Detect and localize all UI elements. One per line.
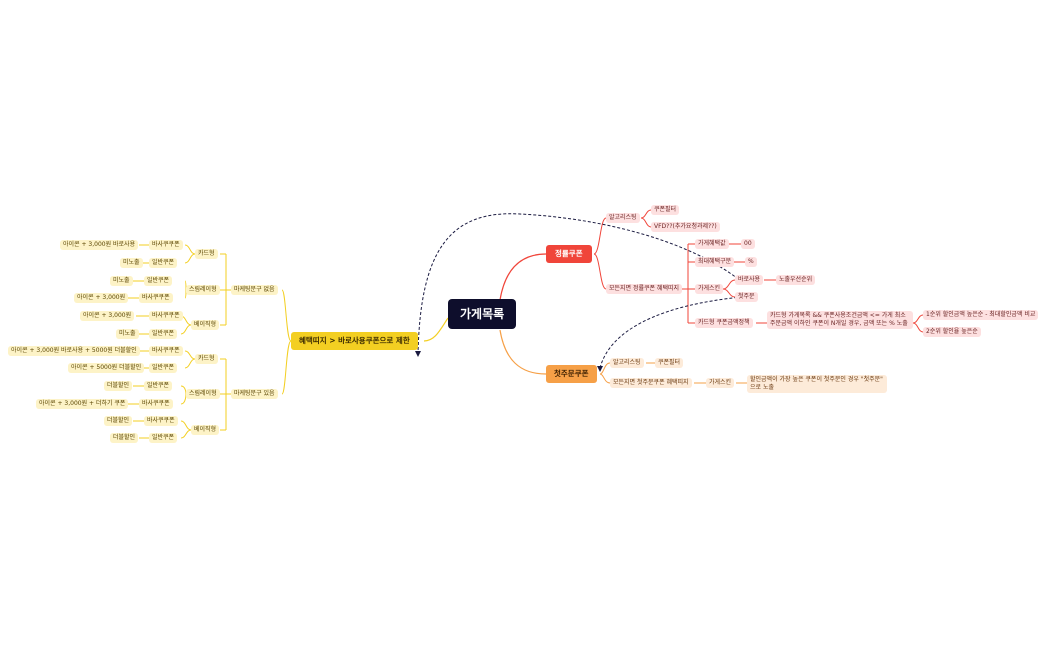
has-phrase-sim-node[interactable]: 스림레이형 <box>186 389 220 399</box>
has-phrase-basic-desc-1[interactable]: 더블할인 <box>104 416 133 426</box>
first-coupon-filter-node[interactable]: 쿠폰필터 <box>655 358 684 368</box>
root-node[interactable]: 가게목록 <box>448 299 517 329</box>
no-phrase-card-node[interactable]: 카드형 <box>195 249 218 259</box>
vfd-node[interactable]: VFD??(추가요청과제??) <box>651 222 720 232</box>
direct-use-node[interactable]: 바로사용 <box>735 275 764 285</box>
no-phrase-basic-desc-2[interactable]: 미노출 <box>116 329 139 339</box>
first-skin-node[interactable]: 가게스킨 <box>706 378 735 388</box>
no-phrase-sim-node[interactable]: 스림레이형 <box>186 285 220 295</box>
no-phrase-basic-type-1[interactable]: 바사쿠쿠폰 <box>149 311 183 321</box>
has-phrase-card-desc-1[interactable]: 아이콘 + 3,000원 바로사용 + 5000원 더블할인 <box>8 346 140 356</box>
limit-node[interactable]: 혜택띠지 > 바로사용쿠폰으로 제한 <box>291 332 418 350</box>
has-phrase-card-type-2[interactable]: 일반쿠폰 <box>149 363 178 373</box>
has-phrase-basic-type-2[interactable]: 일반쿠폰 <box>149 433 178 443</box>
jeongryul-algorithm-node[interactable]: 알고리스팅 <box>606 213 640 223</box>
store-skin-node[interactable]: 가게스킨 <box>695 284 724 294</box>
no-phrase-basic-type-2[interactable]: 일반쿠폰 <box>149 329 178 339</box>
no-phrase-node[interactable]: 마케팅문구 없음 <box>231 285 278 295</box>
no-phrase-card-desc-2[interactable]: 미노출 <box>120 258 143 268</box>
no-phrase-sim-type-1[interactable]: 일반쿠폰 <box>144 276 173 286</box>
no-phrase-sim-type-2[interactable]: 바사쿠쿠폰 <box>139 293 173 303</box>
no-phrase-sim-desc-1[interactable]: 미노출 <box>110 276 133 286</box>
rank2-node[interactable]: 2순위 할인율 높은순 <box>923 327 981 337</box>
has-phrase-card-node[interactable]: 카드형 <box>195 354 218 364</box>
first-order-coupon-node[interactable]: 첫주문쿠폰 <box>546 365 597 383</box>
has-phrase-card-type-1[interactable]: 바사쿠쿠폰 <box>149 346 183 356</box>
coupon-filter-node[interactable]: 쿠폰필터 <box>651 205 680 215</box>
jeongryul-benefit-node[interactable]: 모든지면 정률쿠폰 혜택띠지 <box>606 284 683 294</box>
no-phrase-card-desc-1[interactable]: 아이콘 + 3,000원 바로사용 <box>60 240 139 250</box>
max-benefit-value-node[interactable]: % <box>745 257 757 267</box>
rank1-node[interactable]: 1순위 할인금액 높은순 - 최대할인금액 비교 <box>923 310 1039 320</box>
has-phrase-card-desc-2[interactable]: 아이콘 + 5000원 더블할인 <box>68 363 145 373</box>
store-benefit-value-node[interactable]: 00 <box>741 239 755 249</box>
has-phrase-sim-desc-2[interactable]: 아이콘 + 3,000원 + 더하기 쿠폰 <box>36 399 129 409</box>
max-benefit-type-node[interactable]: 최대혜택구분 <box>695 257 735 267</box>
first-algorithm-node[interactable]: 알고리스팅 <box>610 358 644 368</box>
first-benefit-node[interactable]: 모든지면 첫주문쿠폰 혜택띠지 <box>610 378 692 388</box>
card-policy-node[interactable]: 카드형 쿠폰금액정책 <box>695 318 753 328</box>
no-phrase-card-type-2[interactable]: 일반쿠폰 <box>149 258 178 268</box>
has-phrase-basic-type-1[interactable]: 바사쿠쿠폰 <box>144 416 178 426</box>
no-phrase-basic-desc-1[interactable]: 아이콘 + 3,000원 <box>80 311 135 321</box>
has-phrase-basic-desc-2[interactable]: 더블할인 <box>110 433 139 443</box>
no-phrase-basic-node[interactable]: 베이직형 <box>191 320 220 330</box>
has-phrase-node[interactable]: 마케팅문구 있음 <box>231 389 278 399</box>
has-phrase-sim-type-2[interactable]: 바사쿠쿠폰 <box>139 399 173 409</box>
first-skin-desc-node[interactable]: 할인금액이 가장 높은 쿠폰이 첫주문인 경우 "첫주문" 으로 노출 <box>747 375 887 393</box>
store-benefit-node[interactable]: 가게혜택값 <box>695 239 729 249</box>
card-policy-desc-node[interactable]: 카드형 가게목록 && 쿠폰사용조건금액 <= 가게 최소주문금액 이하인 쿠폰… <box>767 311 913 329</box>
first-order-node[interactable]: 첫주문 <box>735 292 758 302</box>
has-phrase-sim-desc-1[interactable]: 더블할인 <box>104 381 133 391</box>
no-phrase-card-type-1[interactable]: 바사쿠쿠폰 <box>149 240 183 250</box>
has-phrase-basic-node[interactable]: 베이직형 <box>191 425 220 435</box>
no-phrase-sim-desc-2[interactable]: 아이콘 + 3,000원 <box>74 293 129 303</box>
jeongryul-coupon-node[interactable]: 정률쿠폰 <box>546 245 592 263</box>
has-phrase-sim-type-1[interactable]: 일반쿠폰 <box>144 381 173 391</box>
expose-priority-node[interactable]: 노출우선순위 <box>776 275 816 285</box>
